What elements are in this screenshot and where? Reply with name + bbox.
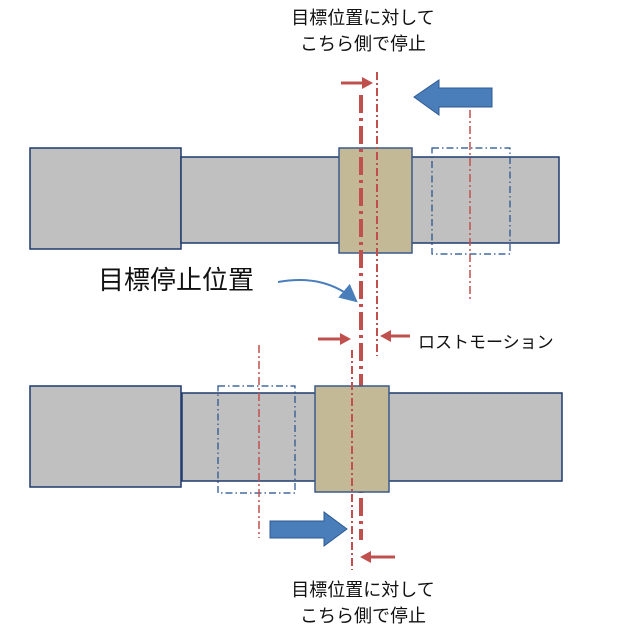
top-slider-block	[338, 147, 413, 254]
top-caption-line1: 目標位置に対して	[291, 8, 435, 29]
bottom-caption-line1: 目標位置に対して	[291, 580, 435, 601]
top-caption: 目標位置に対して こちら側で停止	[263, 6, 463, 58]
target-stop-position-label: 目標停止位置	[98, 266, 255, 296]
bottom-blue-arrow-shape	[269, 511, 348, 547]
bottom-red-stop-arrow	[360, 551, 395, 563]
top-blue-arrow-shape	[413, 79, 493, 116]
lost-motion-markers	[318, 330, 410, 345]
bottom-assembly	[29, 345, 563, 570]
lost-motion-left-arrow-head	[340, 333, 351, 345]
lost-motion-right-arrow-head	[380, 330, 391, 342]
lost-motion-label: ロストモーション	[418, 333, 554, 353]
bottom-previous-position-box	[217, 385, 296, 494]
top-caption-line2: こちら側で停止	[300, 34, 426, 55]
top-red-stop-arrow	[341, 77, 373, 89]
top-assembly	[29, 72, 560, 356]
target-label-pointer	[277, 279, 358, 303]
top-red-stop-arrow-head	[362, 77, 373, 89]
bottom-shaft-left-body	[29, 385, 182, 488]
top-previous-position-box	[431, 147, 511, 255]
bottom-red-stop-arrow-head	[360, 551, 371, 563]
top-shaft-left-body	[29, 147, 182, 250]
bottom-blue-arrow	[269, 511, 348, 547]
bottom-caption: 目標位置に対して こちら側で停止	[263, 578, 463, 630]
bottom-caption-line2: こちら側で停止	[300, 606, 426, 627]
top-blue-arrow	[413, 79, 493, 116]
